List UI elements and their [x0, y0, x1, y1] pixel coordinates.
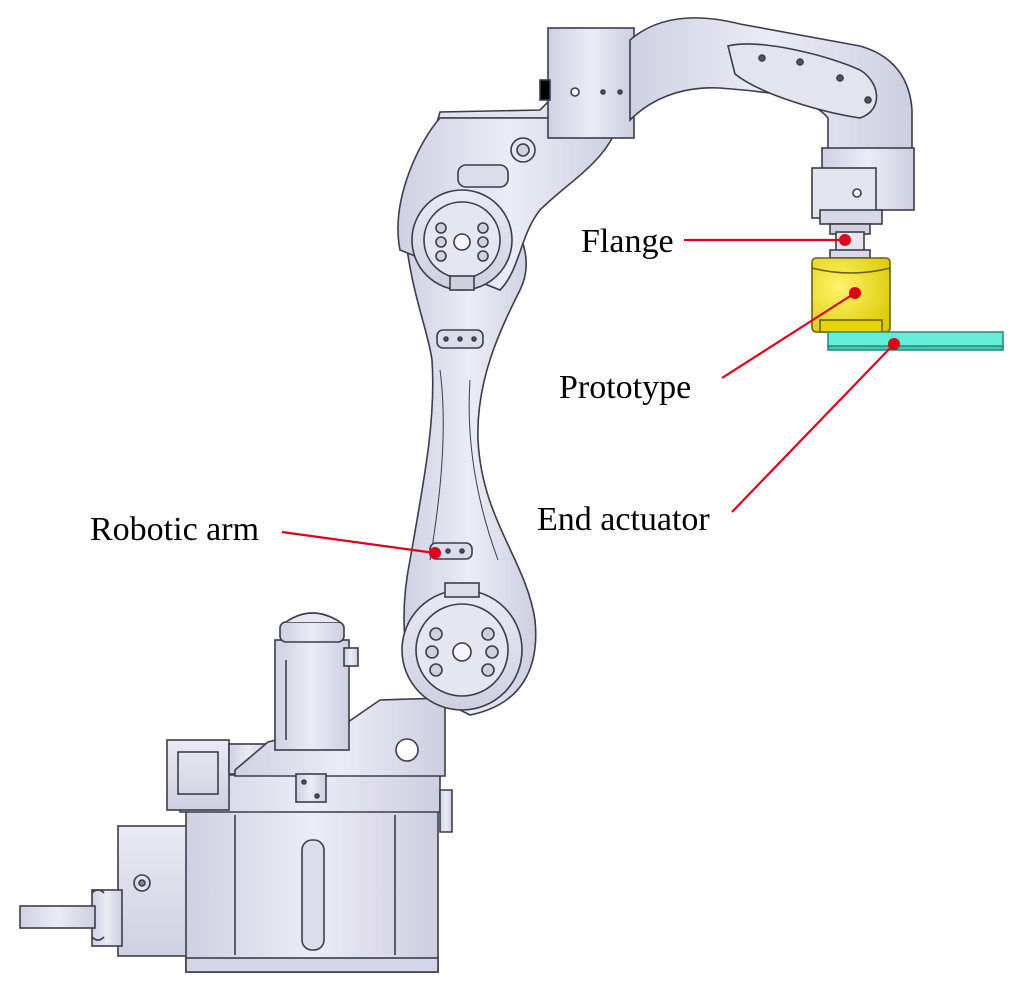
end-actuator-leader-line	[731, 343, 895, 513]
leader-dots	[429, 234, 900, 559]
end-actuator-dot	[888, 338, 900, 350]
leader-lines	[281, 238, 895, 555]
flange-label: Flange	[581, 223, 674, 260]
lower-arm	[401, 209, 537, 716]
upper-arm	[397, 17, 915, 291]
flange-dot	[839, 234, 851, 246]
robotic-arm-dot	[429, 547, 441, 559]
robotic-arm-leader-line	[281, 530, 436, 555]
end-actuator-part	[827, 331, 1004, 351]
prototype-label: Prototype	[559, 369, 691, 406]
flange-part	[829, 231, 871, 259]
end-actuator-label: End actuator	[537, 501, 710, 538]
robot-base	[19, 612, 453, 973]
prototype-leader-line	[721, 292, 856, 379]
prototype-dot	[849, 287, 861, 299]
robotic-arm-label: Robotic arm	[90, 511, 259, 548]
